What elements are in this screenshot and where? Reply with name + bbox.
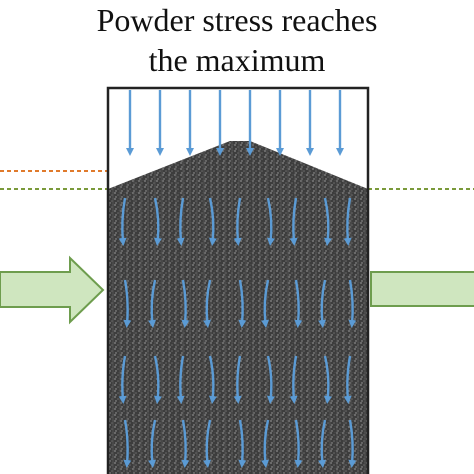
stress-arrow-r1-c4 [208, 197, 217, 246]
stress-arrow-r4-c5 [238, 419, 247, 468]
stress-arrow-r1-c8 [323, 197, 332, 246]
stress-arrow-r4-c6 [261, 419, 270, 468]
stress-arrow-r2-c2 [148, 279, 157, 328]
stress-arrow-r2-c4 [203, 279, 212, 328]
stress-arrow-r4-c2 [148, 419, 157, 468]
stress-arrow-r2-c1 [123, 279, 132, 328]
stress-arrow-r2-c6 [261, 279, 270, 328]
outlet-arrow [370, 271, 474, 307]
stress-arrow-r3-c9 [343, 355, 352, 404]
stress-arrow-r1-c7 [289, 197, 298, 246]
stress-arrow-r4-c9 [348, 419, 357, 468]
stress-arrow-r3-c6 [266, 355, 275, 404]
stress-arrow-r1-c2 [153, 197, 162, 246]
stress-arrow-r2-c9 [348, 279, 357, 328]
stress-arrow-r4-c3 [181, 419, 190, 468]
stress-arrows [118, 90, 357, 468]
silo-container [106, 86, 370, 474]
stress-arrow-r1-c5 [233, 197, 242, 246]
stress-arrow-r2-c7 [294, 279, 303, 328]
stress-arrow-r2-c3 [181, 279, 190, 328]
stress-arrow-r2-c5 [238, 279, 247, 328]
stress-arrow-r1-c3 [176, 197, 185, 246]
stress-arrow-r1-c9 [343, 197, 352, 246]
stress-arrow-r3-c2 [153, 355, 162, 404]
stress-arrow-r3-c5 [233, 355, 242, 404]
stress-arrow-r3-c3 [176, 355, 185, 404]
stress-arrow-r4-c4 [203, 419, 212, 468]
inlet-arrow [0, 255, 105, 325]
stress-arrow-r3-c7 [289, 355, 298, 404]
stress-arrow-r4-c7 [294, 419, 303, 468]
title-line-2: the maximum [148, 42, 326, 78]
powder-bed [108, 141, 368, 474]
stress-arrow-r4-c1 [123, 419, 132, 468]
title-line-1: Powder stress reaches [96, 2, 378, 38]
stress-arrow-r1-c6 [266, 197, 275, 246]
stress-arrow-r1-c1 [118, 197, 127, 246]
stress-arrow-r2-c8 [318, 279, 327, 328]
diagram-title: Powder stress reaches the maximum [0, 0, 474, 81]
stress-arrow-r3-c1 [118, 355, 127, 404]
stress-arrow-r3-c4 [208, 355, 217, 404]
stress-arrow-r4-c8 [318, 419, 327, 468]
stress-arrow-r3-c8 [323, 355, 332, 404]
